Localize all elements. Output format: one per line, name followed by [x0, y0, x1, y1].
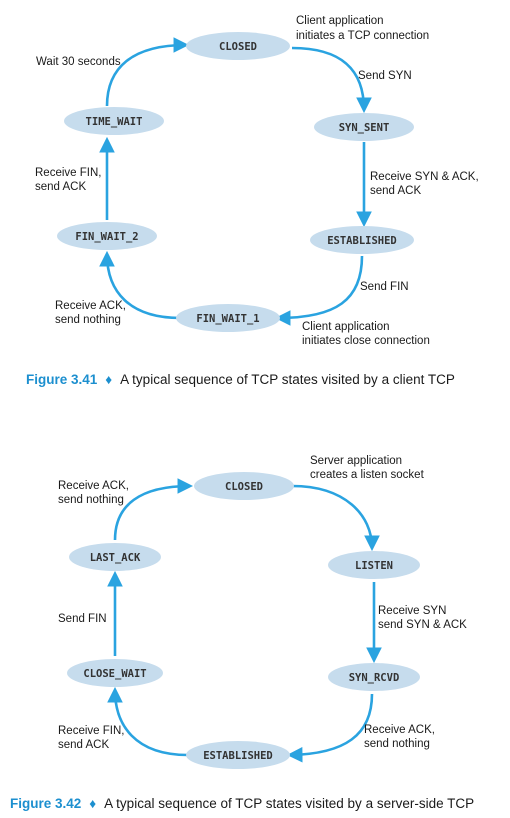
figure-3-41-caption: Figure 3.41 ♦ A typical sequence of TCP …: [26, 371, 455, 388]
svg-text:LISTEN: LISTEN: [355, 560, 393, 572]
label-recv-ack-right-line2: send nothing: [364, 738, 430, 750]
state-fin-wait-1: FIN_WAIT_1: [176, 304, 280, 332]
arrow-time-wait-to-closed: [105, 37, 190, 107]
arrow-established-to-fin-wait-1: [274, 255, 364, 326]
server-tcp-diagram: CLOSED LISTEN SYN_RCVD ESTABLISHED CLOSE…: [10, 455, 474, 812]
caption-text: A typical sequence of TCP states visited…: [104, 796, 474, 811]
caption-separator: ♦: [105, 372, 112, 387]
state-closed: CLOSED: [194, 472, 294, 500]
figure-3-42-caption: Figure 3.42 ♦ A typical sequence of TCP …: [10, 795, 474, 812]
label-send-fin: Send FIN: [360, 281, 409, 293]
label-server-open-line1: Server application: [310, 455, 402, 467]
label-recv-fin-line2: send ACK: [58, 739, 109, 751]
caption-text: A typical sequence of TCP states visited…: [120, 372, 455, 387]
svg-text:ESTABLISHED: ESTABLISHED: [203, 750, 273, 762]
label-client-close-line1: Client application: [302, 321, 390, 333]
svg-text:LAST_ACK: LAST_ACK: [90, 552, 141, 564]
caption-separator: ♦: [89, 796, 96, 811]
caption-figure-number: Figure 3.42: [10, 796, 81, 811]
state-established: ESTABLISHED: [310, 226, 414, 254]
label-wait-30-seconds: Wait 30 seconds: [36, 56, 121, 68]
label-recv-ack-right-line1: Receive ACK,: [364, 724, 435, 736]
label-recv-syn-line2: send SYN & ACK: [378, 619, 467, 631]
label-recv-fin-line2: send ACK: [35, 181, 86, 193]
svg-text:TIME_WAIT: TIME_WAIT: [86, 116, 143, 128]
state-syn-rcvd: SYN_RCVD: [328, 663, 420, 691]
label-client-open-line1: Client application: [296, 15, 384, 27]
label-server-open-line2: creates a listen socket: [310, 469, 425, 481]
label-client-open-line2: initiates a TCP connection: [296, 30, 429, 42]
arrow-closed-to-syn-sent: [291, 46, 372, 114]
state-fin-wait-2: FIN_WAIT_2: [57, 222, 157, 250]
label-recv-ack-line2: send nothing: [55, 314, 121, 326]
svg-text:SYN_RCVD: SYN_RCVD: [349, 672, 400, 684]
svg-text:FIN_WAIT_1: FIN_WAIT_1: [196, 313, 259, 325]
svg-text:ESTABLISHED: ESTABLISHED: [327, 235, 397, 247]
label-recv-ack-line1: Receive ACK,: [55, 300, 126, 312]
arrow-established-to-close-wait: [107, 686, 189, 757]
arrow-syn-rcvd-to-established: [286, 693, 374, 763]
state-close-wait: CLOSE_WAIT: [67, 659, 163, 687]
state-last-ack: LAST_ACK: [69, 543, 161, 571]
label-recv-synack-line2: send ACK: [370, 185, 421, 197]
caption-figure-number: Figure 3.41: [26, 372, 98, 387]
label-client-close-line2: initiates close connection: [302, 335, 430, 347]
svg-text:CLOSED: CLOSED: [219, 41, 257, 53]
label-recv-synack-line1: Receive SYN & ACK,: [370, 171, 479, 183]
arrow-closed-to-listen: [291, 484, 380, 552]
label-recv-fin-line1: Receive FIN,: [58, 725, 124, 737]
state-time-wait: TIME_WAIT: [64, 107, 164, 135]
label-send-fin: Send FIN: [58, 613, 107, 625]
arrow-fin-wait-1-to-fin-wait-2: [99, 250, 181, 320]
state-syn-sent: SYN_SENT: [314, 113, 414, 141]
arrow-last-ack-to-closed: [113, 478, 194, 541]
client-tcp-diagram: CLOSED SYN_SENT ESTABLISHED FIN_WAIT_1 F…: [26, 15, 479, 388]
svg-text:SYN_SENT: SYN_SENT: [339, 122, 390, 134]
state-established: ESTABLISHED: [186, 741, 290, 769]
state-closed: CLOSED: [186, 32, 290, 60]
label-recv-syn-line1: Receive SYN: [378, 605, 446, 617]
svg-text:CLOSED: CLOSED: [225, 481, 263, 493]
label-recv-fin-line1: Receive FIN,: [35, 167, 101, 179]
svg-text:FIN_WAIT_2: FIN_WAIT_2: [75, 231, 138, 243]
label-recv-ack-left-line1: Receive ACK,: [58, 480, 129, 492]
svg-text:CLOSE_WAIT: CLOSE_WAIT: [83, 668, 146, 680]
state-listen: LISTEN: [328, 551, 420, 579]
label-send-syn: Send SYN: [358, 70, 412, 82]
label-recv-ack-left-line2: send nothing: [58, 494, 124, 506]
